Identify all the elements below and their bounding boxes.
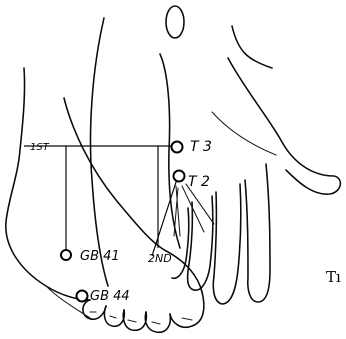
toe-second [145, 312, 170, 332]
guide-lines [24, 146, 178, 256]
ankle-outline-left [6, 68, 90, 300]
hand-back-line [232, 26, 272, 68]
toe-big [170, 292, 204, 327]
finger-sketches [172, 164, 270, 304]
finger-little [172, 208, 189, 278]
label-2nd: 2ND [148, 252, 172, 265]
finger-ring [188, 196, 213, 290]
thumb-outline [228, 58, 340, 194]
label-gb41: GB 41 [80, 249, 120, 264]
point-gb41 [61, 250, 71, 260]
point-t3 [172, 142, 183, 153]
finger-index [245, 164, 270, 302]
label-t2: T 2 [188, 174, 210, 190]
caption-fragment: Tı [326, 268, 341, 286]
label-gb44: GB 44 [90, 289, 130, 304]
guide-t2-to-2nd [152, 176, 178, 256]
label-1st: 1ST [30, 142, 50, 153]
hand-outline-left-edge [91, 18, 109, 286]
acupoints [61, 142, 185, 302]
point-gb44 [77, 291, 88, 302]
label-t3: T 3 [190, 139, 212, 155]
toe-third [123, 310, 146, 330]
finger-tendon-lines [174, 184, 214, 236]
toe-fourth [104, 306, 124, 326]
top-oval-mark [166, 6, 184, 38]
point-t2 [174, 171, 185, 182]
finger-middle [213, 184, 241, 304]
text-labels: 1ST T 3 T 2 GB 41 2ND GB 44 Tı [30, 139, 341, 304]
